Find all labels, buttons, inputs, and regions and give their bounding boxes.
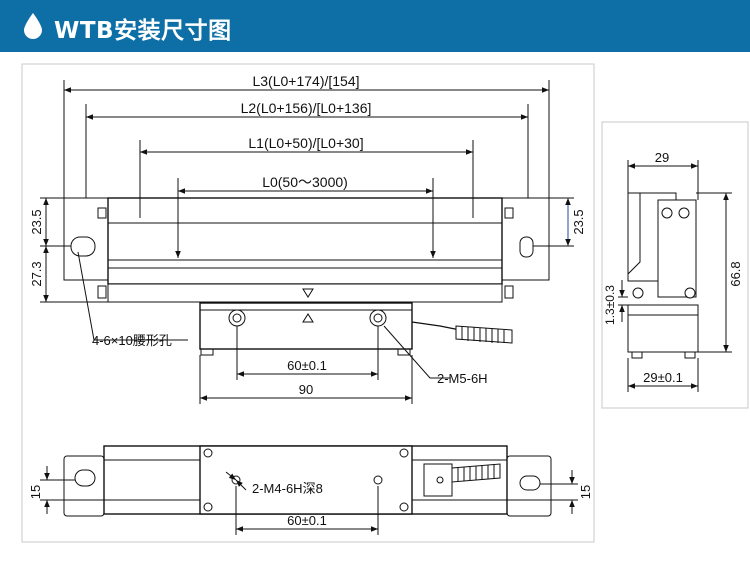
dim-l1-label: L1(L0+50)/[L0+30]: [248, 135, 363, 151]
dim-left-top-label: 23.5: [29, 209, 44, 234]
side-width-top-label: 29: [655, 150, 669, 165]
side-foot-right: [684, 351, 696, 359]
front-view: [40, 80, 574, 404]
side-gap-label: 1.3±0.3: [603, 285, 617, 325]
bottom-hole-spacing-label: 60±0.1: [287, 513, 327, 528]
right-screw-top: [504, 207, 514, 219]
hole-spacing-label: 60±0.1: [287, 358, 327, 373]
dim-l2-label: L2(L0+156)/[L0+136]: [241, 100, 372, 116]
left-screw-top: [97, 207, 107, 219]
reader-width-label: 90: [299, 382, 313, 397]
dim-l3-label: L3(L0+174)/[154]: [252, 73, 359, 89]
side-view: [618, 160, 732, 392]
reader-hole-right: [369, 309, 387, 327]
bottom-thread-label: 2-M4-6H深8: [252, 481, 323, 496]
side-width-bottom-label: 29±0.1: [643, 370, 683, 385]
dim-right-label: 23.5: [571, 209, 586, 234]
right-screw-bottom: [504, 285, 514, 299]
right-slot-hole: [519, 236, 534, 258]
left-screw-bottom: [97, 285, 107, 299]
drawing-canvas: L3(L0+174)/[154] L2(L0+156)/[L0+136] L1(…: [21, 63, 749, 543]
reader-foot-left: [200, 348, 214, 356]
thread-label: 2-M5-6H: [437, 371, 488, 386]
side-height-label: 66.8: [728, 261, 743, 286]
slot-label: 4-6×10腰形孔: [92, 333, 172, 348]
header-bar: WTB安装尺寸图: [0, 0, 750, 52]
reader-hole-left: [228, 309, 246, 327]
bottom-dim-left-label: 15: [28, 485, 43, 499]
reader-cable: [411, 321, 461, 331]
thread-leader: [383, 325, 450, 379]
page-title: WTB安装尺寸图: [54, 18, 232, 44]
marker-triangle-down: [302, 288, 314, 298]
water-drop-icon: [24, 13, 42, 39]
marker-triangle-up: [302, 313, 314, 323]
left-slot-hole: [70, 236, 96, 257]
side-foot-left: [631, 351, 643, 359]
bottom-dim-right-label: 15: [578, 485, 593, 499]
installation-drawing: L3(L0+174)/[154] L2(L0+156)/[L0+136] L1(…: [0, 52, 750, 565]
bottom-cable-connector: [423, 463, 453, 497]
dim-left-bottom-label: 27.3: [29, 261, 44, 286]
dim-l0-label: L0(50～3000): [262, 174, 348, 190]
slot-leader: [77, 251, 188, 341]
bottom-view: [40, 445, 578, 535]
scale-body: [107, 197, 503, 285]
